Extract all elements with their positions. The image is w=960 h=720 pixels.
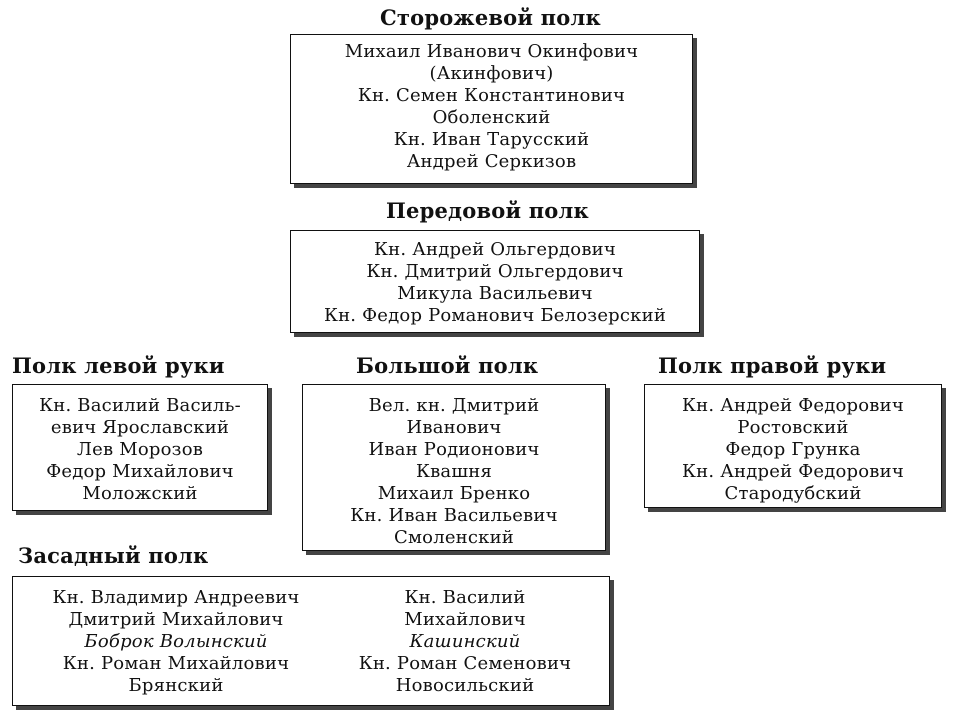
storozhevoy-title: Сторожевой полк [380,5,601,30]
storozhevoy-line: (Акинфович) [429,63,554,84]
peredovoy-title: Передовой полк [386,198,589,223]
zasadny-left-line: Кн. Владимир Андреевич [52,587,300,608]
storozhevoy-line: Андрей Серкизов [406,151,577,172]
zasadny-left-line: Кн. Роман Михайлович [62,653,290,674]
pravoy-ruki-line: Стародубский [724,483,862,504]
zasadny-left-line: Дмитрий Михайлович [68,609,284,630]
levoy-ruki-line: Кн. Василий Василь- [39,395,241,416]
storozhevoy-line: Кн. Семен Константинович [357,85,626,106]
peredovoy-line: Кн. Дмитрий Ольгердович [366,261,624,282]
peredovoy-line: Кн. Федор Романович Белозерский [323,305,667,326]
zasadny-right-line: Новосильский [395,675,535,696]
zasadny-left-column: Кн. Владимир Андреевич Дмитрий Михайлови… [31,587,321,697]
levoy-ruki-box: Кн. Василий Василь- евич Ярославский Лев… [12,384,268,511]
levoy-ruki-line: Моложский [82,483,198,504]
pravoy-ruki-title: Полк правой руки [658,353,887,378]
peredovoy-box: Кн. Андрей Ольгердович Кн. Дмитрий Ольге… [290,230,700,333]
zasadny-right-line: Михайлович [404,609,526,630]
storozhevoy-line: Кн. Иван Тарусский [393,129,590,150]
levoy-ruki-line: Лев Морозов [76,439,204,460]
zasadny-left-line: Брянский [128,675,224,696]
pravoy-ruki-line: Ростовский [737,417,849,438]
bolshoy-line: Квашня [415,461,493,482]
bolshoy-box: Вел. кн. Дмитрий Иванович Иван Родионови… [302,384,606,551]
zasadny-right-column: Кн. Василий Михайлович Кашинский Кн. Ром… [335,587,595,697]
zasadny-box: Кн. Владимир Андреевич Дмитрий Михайлови… [12,576,610,706]
bolshoy-line: Иван Родионович [368,439,540,460]
zasadny-right-line: Кн. Роман Семенович [358,653,572,674]
storozhevoy-line: Оболенский [432,107,551,128]
zasadny-left-line: Боброк Волынский [84,631,268,652]
bolshoy-title: Большой полк [356,353,539,378]
bolshoy-line: Кн. Иван Васильевич [350,505,558,526]
zasadny-title: Засадный полк [18,543,209,568]
levoy-ruki-title: Полк левой руки [12,353,225,378]
bolshoy-line: Михаил Бренко [377,483,531,504]
bolshoy-line: Смоленский [393,527,515,548]
peredovoy-line: Микула Васильевич [397,283,593,304]
bolshoy-line: Вел. кн. Дмитрий [368,395,540,416]
storozhevoy-line: Михаил Иванович Окинфович [344,41,639,62]
pravoy-ruki-line: Кн. Андрей Федорович [682,395,904,416]
zasadny-right-line: Кашинский [409,631,521,652]
peredovoy-line: Кн. Андрей Ольгердович [374,239,616,260]
storozhevoy-box: Михаил Иванович Окинфович (Акинфович) Кн… [290,34,693,184]
pravoy-ruki-line: Кн. Андрей Федорович [682,461,904,482]
levoy-ruki-line: евич Ярославский [50,417,230,438]
bolshoy-line: Иванович [406,417,502,438]
pravoy-ruki-box: Кн. Андрей Федорович Ростовский Федор Гр… [644,384,942,508]
pravoy-ruki-line: Федор Грунка [725,439,861,460]
levoy-ruki-line: Федор Михайлович [46,461,234,482]
zasadny-right-line: Кн. Василий [404,587,526,608]
